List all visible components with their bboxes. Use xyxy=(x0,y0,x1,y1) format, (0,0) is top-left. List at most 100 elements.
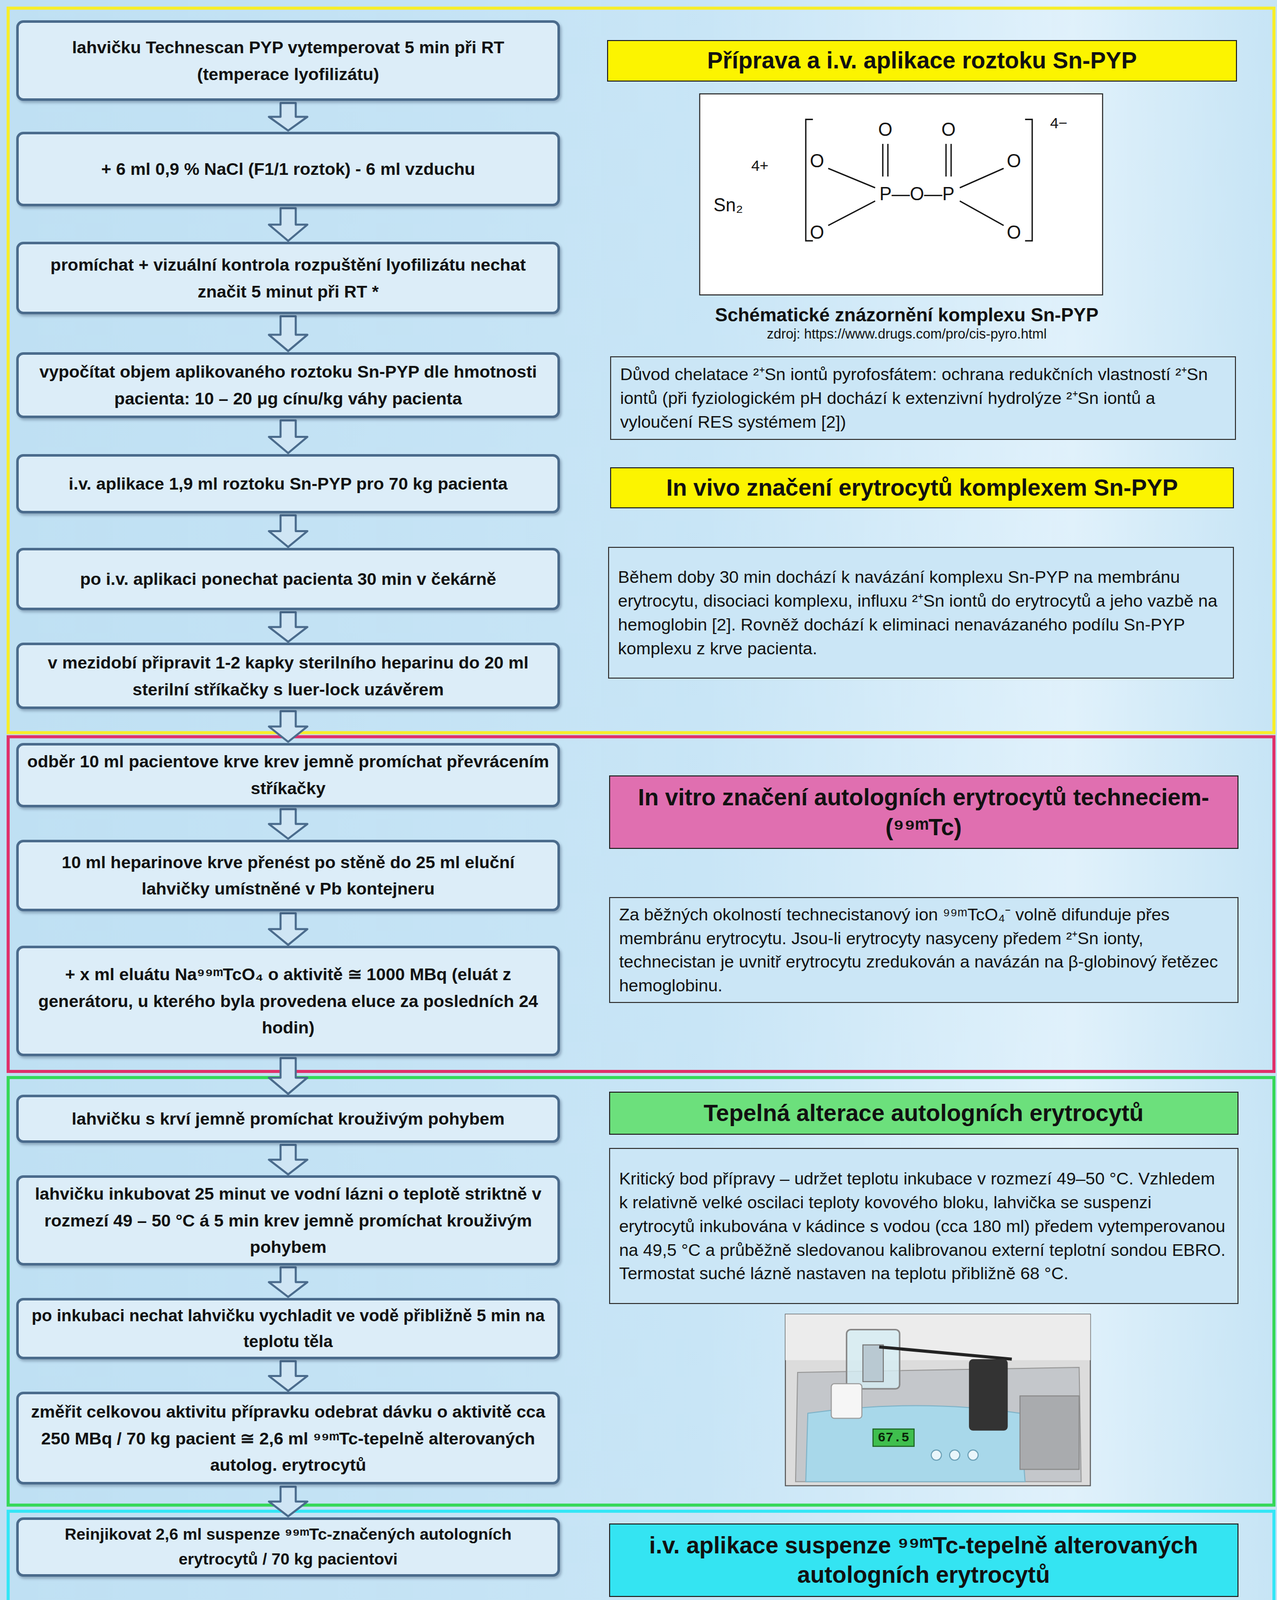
box-text: + 6 ml 0,9 % NaCl (F1/1 roztok) - 6 ml v… xyxy=(26,155,550,183)
beaker xyxy=(846,1329,900,1389)
box-text: In vitro značení autologních erytrocytů … xyxy=(619,782,1229,843)
box-text: po inkubaci nechat lahvičku vychladit ve… xyxy=(26,1302,550,1355)
atom-label: O xyxy=(1006,151,1022,172)
source-text: zdroj: https://www.drugs.com/pro/cis-pyr… xyxy=(766,327,1047,343)
box-text: Během doby 30 min dochází k navázání kom… xyxy=(618,565,1225,661)
flow-arrow xyxy=(269,1058,308,1095)
box-text: v mezidobí připravit 1-2 kapky sterilníh… xyxy=(26,649,550,703)
section-header: In vivo značení erytrocytů komplexem Sn-… xyxy=(610,467,1235,509)
box-text: změřit celkovou aktivitu přípravku odebr… xyxy=(26,1398,550,1479)
box-text: vypočítat objem aplikovaného roztoku Sn-… xyxy=(26,358,550,412)
display-reading: 67.5 xyxy=(872,1428,915,1448)
process-box: po i.v. aplikaci ponechat pacienta 30 mi… xyxy=(16,547,560,611)
box-text: i.v. aplikace suspenze ⁹⁹ᵐTc-tepelně alt… xyxy=(619,1530,1229,1591)
probe xyxy=(879,1346,1012,1360)
charge-label: 4− xyxy=(1049,114,1068,131)
process-box: i.v. aplikace 1,9 ml roztoku Sn-PYP pro … xyxy=(16,454,560,514)
process-box: promíchat + vizuální kontrola rozpuštění… xyxy=(16,241,560,315)
flow-arrow xyxy=(269,420,308,454)
box-text: Za běžných okolností technecistanový ion… xyxy=(619,902,1229,998)
box-text: lahvičku s krví jemně promíchat krouživý… xyxy=(26,1105,550,1133)
section-band xyxy=(8,736,1274,1072)
bond xyxy=(887,143,889,177)
box-text: Kritický bod přípravy – udržet teplotu i… xyxy=(619,1166,1229,1286)
box-text: Tepelná alterace autologních erytrocytů xyxy=(619,1098,1229,1129)
process-box: lahvičku s krví jemně promíchat krouživý… xyxy=(16,1094,560,1143)
box-text: promíchat + vizuální kontrola rozpuštění… xyxy=(26,251,550,305)
atom-label: O xyxy=(1006,222,1022,243)
process-box: + x ml eluátu Na⁹⁹ᵐTcO₄ o aktivitě ≅ 100… xyxy=(16,945,560,1056)
flow-arrow xyxy=(269,102,308,131)
button xyxy=(967,1449,979,1460)
flow-arrow xyxy=(269,1361,308,1392)
section-band xyxy=(8,8,1274,733)
photo-wall xyxy=(785,1313,1091,1361)
flow-arrow xyxy=(269,809,308,839)
structure-frame xyxy=(699,93,1103,295)
flow-arrow xyxy=(269,316,308,352)
bracket xyxy=(1025,119,1033,242)
bond xyxy=(950,143,953,177)
lab-photo xyxy=(785,1313,1091,1486)
flow-arrow xyxy=(269,710,308,742)
box-text: po i.v. aplikaci ponechat pacienta 30 mi… xyxy=(26,565,550,593)
section-header: Tepelná alterace autologních erytrocytů xyxy=(609,1091,1239,1135)
box-text: lahvičku Technescan PYP vytemperovat 5 m… xyxy=(26,33,550,88)
bond xyxy=(882,143,884,177)
flow-arrow xyxy=(269,1486,308,1517)
atom-label: O xyxy=(878,119,893,140)
metal-block xyxy=(1020,1395,1080,1470)
box-text: 10 ml heparinove krve přenést po stěně d… xyxy=(26,848,550,903)
chemical-structure xyxy=(699,93,1103,295)
process-box: + 6 ml 0,9 % NaCl (F1/1 roztok) - 6 ml v… xyxy=(16,131,560,207)
vial xyxy=(862,1344,884,1382)
section-band xyxy=(8,1511,1274,1600)
charge-label: 4+ xyxy=(750,157,769,174)
section-header: i.v. aplikace suspenze ⁹⁹ᵐTc-tepelně alt… xyxy=(609,1523,1239,1597)
note-box: Za běžných okolností technecistanový ion… xyxy=(609,896,1239,1003)
dry-bath xyxy=(795,1367,1082,1482)
note-box: Během doby 30 min dochází k navázání kom… xyxy=(608,546,1235,679)
bond xyxy=(959,168,1004,188)
thermometer xyxy=(831,1383,862,1418)
atom-label: P—O—P xyxy=(879,183,955,205)
box-text: i.v. aplikace 1,9 ml roztoku Sn-PYP pro … xyxy=(26,470,550,498)
note-box: Důvod chelatace ²⁺Sn iontů pyrofosfátem:… xyxy=(610,356,1237,440)
process-box: vypočítat objem aplikovaného roztoku Sn-… xyxy=(16,352,560,419)
box-text: Příprava a i.v. aplikace roztoku Sn-PYP xyxy=(617,45,1228,76)
box-text: In vivo značení erytrocytů komplexem Sn-… xyxy=(620,472,1225,503)
atom-label: Sn₂ xyxy=(713,195,743,216)
button xyxy=(949,1449,960,1460)
process-box: 10 ml heparinove krve přenést po stěně d… xyxy=(16,839,560,912)
process-box: v mezidobí připravit 1-2 kapky sterilníh… xyxy=(16,642,560,709)
flow-arrow xyxy=(269,612,308,642)
process-box: změřit celkovou aktivitu přípravku odebr… xyxy=(16,1391,560,1485)
process-box: po inkubaci nechat lahvičku vychladit ve… xyxy=(16,1297,560,1360)
photo-frame xyxy=(785,1313,1091,1486)
flow-arrow xyxy=(269,1144,308,1175)
atom-label: O xyxy=(809,151,824,172)
flow-arrow xyxy=(269,208,308,242)
box-text: Důvod chelatace ²⁺Sn iontů pyrofosfátem:… xyxy=(620,362,1227,434)
note-box: Kritický bod přípravy – udržet teplotu i… xyxy=(609,1147,1239,1304)
caption-text: Schématické znázornění komplexu Sn-PYP xyxy=(715,305,1099,326)
bond xyxy=(945,143,948,177)
section-header: Příprava a i.v. aplikace roztoku Sn-PYP xyxy=(607,40,1238,83)
bond xyxy=(828,168,876,188)
bond xyxy=(959,201,1004,226)
process-box: lahvičku inkubovat 25 minut ve vodní láz… xyxy=(16,1175,560,1265)
flow-arrow xyxy=(269,515,308,547)
box-text: lahvičku inkubovat 25 minut ve vodní láz… xyxy=(26,1180,550,1261)
box-text: + x ml eluátu Na⁹⁹ᵐTcO₄ o aktivitě ≅ 100… xyxy=(26,960,550,1041)
process-box: odběr 10 ml pacientove krve krev jemně p… xyxy=(16,742,560,808)
box-text: Reinjikovat 2,6 ml suspenze ⁹⁹ᵐTc-značen… xyxy=(26,1521,550,1572)
section-band xyxy=(8,1077,1274,1506)
button xyxy=(931,1449,942,1460)
section-header: In vitro značení autologních erytrocytů … xyxy=(609,775,1239,849)
process-box: Reinjikovat 2,6 ml suspenze ⁹⁹ᵐTc-značen… xyxy=(16,1517,560,1577)
atom-label: O xyxy=(941,119,956,140)
box-text: odběr 10 ml pacientove krve krev jemně p… xyxy=(26,747,550,802)
process-box: lahvičku Technescan PYP vytemperovat 5 m… xyxy=(16,20,560,101)
bond xyxy=(828,201,876,226)
